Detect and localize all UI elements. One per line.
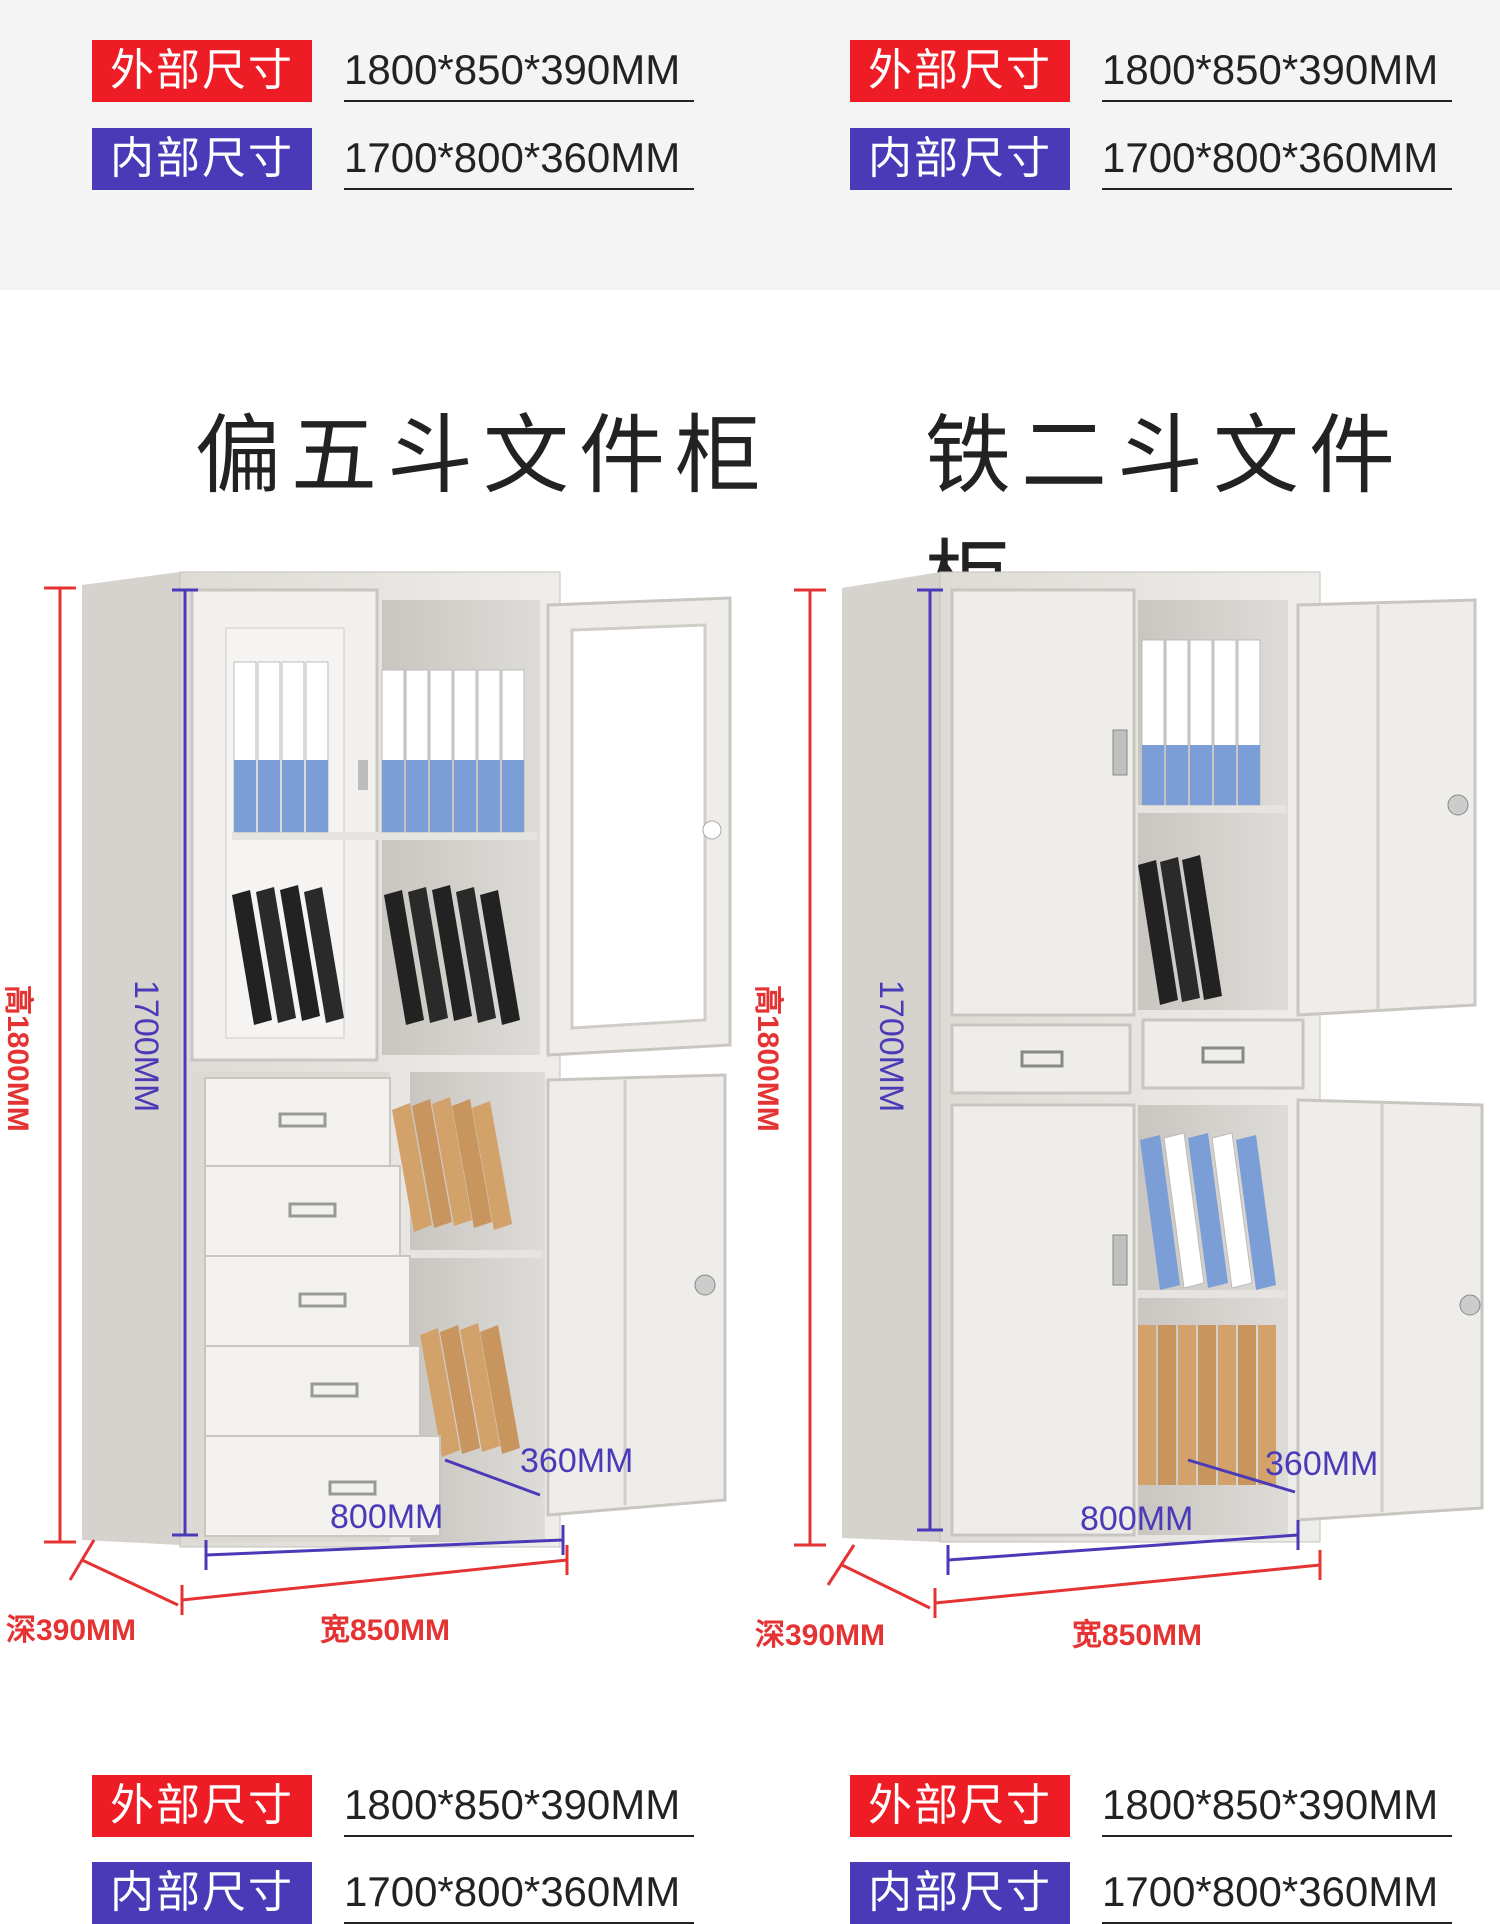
kraft-folders-lower — [1138, 1325, 1276, 1485]
outer-size-value: 1800*850*390MM — [1102, 1775, 1452, 1837]
right-depth-outer-label: 深390MM — [755, 1619, 885, 1652]
spec-row-inner-left: 内部尺寸 1700*800*360MM — [92, 128, 694, 190]
right-height-outer-label: 高1800MM — [751, 985, 784, 1132]
black-binders — [232, 885, 520, 1025]
left-width-outer-label: 宽850MM — [320, 1613, 450, 1647]
left-depth-outer-label: 深390MM — [6, 1614, 136, 1647]
left-height-outer-label: 高1800MM — [1, 985, 34, 1132]
inner-size-value: 1700*800*360MM — [344, 128, 694, 190]
cabinet-title-right: 铁二斗文件柜 — [925, 406, 1405, 631]
cabinet-illustrations: 高1800MM 1700MM 深390MM 宽850MM 800MM 360MM… — [1, 571, 1484, 1652]
inner-size-tag: 内部尺寸 — [850, 1862, 1070, 1924]
spec-row-inner-right: 内部尺寸 1700*800*360MM — [850, 128, 1452, 190]
blue-binders-lower — [1140, 1132, 1276, 1290]
spec-row-outer-bottom-right: 外部尺寸 1800*850*390MM — [850, 1775, 1452, 1837]
outer-size-tag: 外部尺寸 — [92, 40, 312, 102]
left-height-inner-label: 1700MM — [127, 980, 165, 1112]
kraft-folders — [392, 1097, 520, 1457]
left-cabinet — [44, 571, 732, 1615]
left-width-inner-label: 800MM — [330, 1498, 443, 1536]
cabinet-title-left: 偏五斗文件柜 — [195, 406, 771, 506]
dimension-lines-right — [794, 588, 1322, 1618]
outer-size-tag: 外部尺寸 — [92, 1775, 312, 1837]
right-width-inner-label: 800MM — [1080, 1500, 1193, 1538]
outer-size-value: 1800*850*390MM — [344, 1775, 694, 1837]
spec-row-outer-left: 外部尺寸 1800*850*390MM — [92, 40, 694, 102]
inner-size-value: 1700*800*360MM — [1102, 1862, 1452, 1924]
right-depth-inner-label: 360MM — [1265, 1445, 1378, 1483]
right-cabinet — [794, 571, 1484, 1618]
outer-size-value: 1800*850*390MM — [1102, 40, 1452, 102]
right-height-inner-label: 1700MM — [872, 980, 910, 1112]
dimension-lines-left — [44, 586, 569, 1615]
left-depth-inner-label: 360MM — [520, 1442, 633, 1480]
inner-size-tag: 内部尺寸 — [92, 128, 312, 190]
spec-row-outer-right: 外部尺寸 1800*850*390MM — [850, 40, 1452, 102]
spec-row-outer-bottom-left: 外部尺寸 1800*850*390MM — [92, 1775, 694, 1837]
right-width-outer-label: 宽850MM — [1072, 1618, 1202, 1652]
spec-row-inner-bottom-right: 内部尺寸 1700*800*360MM — [850, 1862, 1452, 1924]
inner-size-tag: 内部尺寸 — [850, 128, 1070, 190]
open-drawers — [204, 1077, 441, 1537]
outer-size-tag: 外部尺寸 — [850, 40, 1070, 102]
blue-binders-upper — [1138, 639, 1261, 1005]
inner-size-value: 1700*800*360MM — [344, 1862, 694, 1924]
outer-size-value: 1800*850*390MM — [344, 40, 694, 102]
inner-size-value: 1700*800*360MM — [1102, 128, 1452, 190]
spec-row-inner-bottom-left: 内部尺寸 1700*800*360MM — [92, 1862, 694, 1924]
outer-size-tag: 外部尺寸 — [850, 1775, 1070, 1837]
inner-size-tag: 内部尺寸 — [92, 1862, 312, 1924]
blue-binders-top — [233, 661, 525, 833]
